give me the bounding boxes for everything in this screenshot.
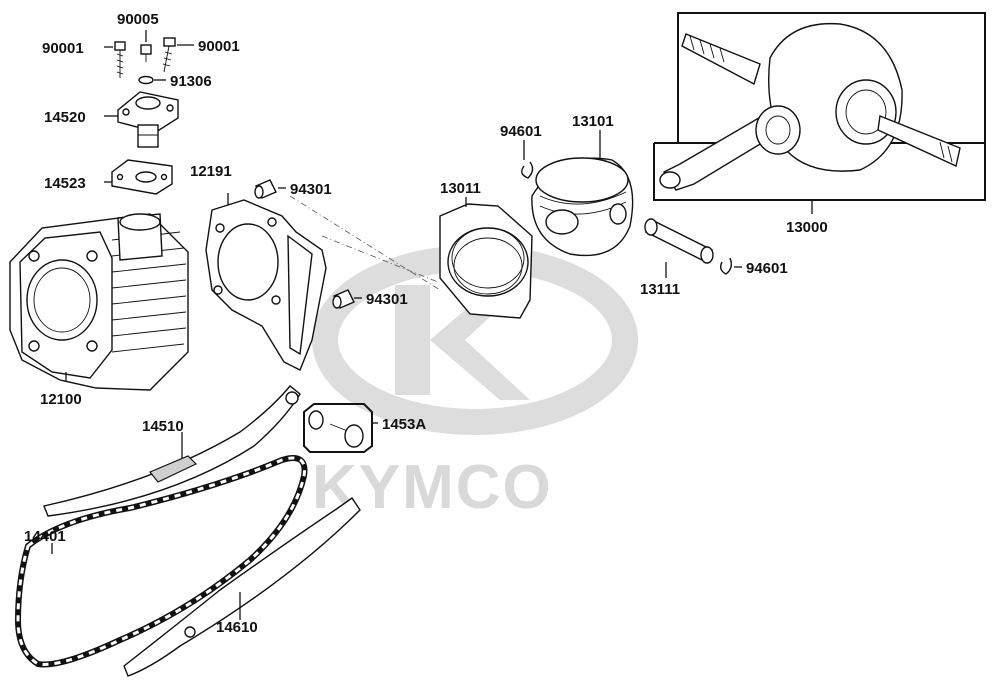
bolt-90005 — [140, 44, 152, 62]
callout-13000: 13000 — [786, 219, 828, 236]
leader-lines — [51, 30, 813, 620]
guide-bolt-1453A — [303, 403, 373, 453]
callout-14401: 14401 — [24, 528, 66, 545]
callout-12191: 12191 — [190, 163, 232, 180]
callout-91306: 91306 — [170, 73, 212, 90]
chain-guide-14610 — [123, 497, 361, 677]
cylinder-gasket-12191 — [205, 199, 327, 371]
washer-91306 — [138, 75, 154, 85]
callout-90005: 90005 — [117, 11, 159, 28]
crankshaft-13000 — [653, 12, 986, 201]
callout-90001-right: 90001 — [198, 38, 240, 55]
piston-13101 — [531, 157, 634, 257]
bolt-90001-left — [114, 41, 126, 78]
callout-13111: 13111 — [640, 281, 680, 298]
callout-12100: 12100 — [40, 391, 82, 408]
callout-14523: 14523 — [44, 175, 86, 192]
cam-chain-tensioner-14520 — [117, 91, 179, 148]
circlip-94601-right — [719, 257, 733, 275]
chain-guide-14510 — [43, 385, 301, 517]
callout-labels: 90005 90001 90001 91306 14520 14523 1219… — [24, 11, 828, 636]
callout-90001-left: 90001 — [42, 40, 84, 57]
callout-14510: 14510 — [142, 418, 184, 435]
gasket-14523 — [111, 159, 173, 195]
callout-14610: 14610 — [216, 619, 258, 636]
cylinder-12100 — [9, 213, 189, 391]
callout-1453A: 1453A — [382, 416, 426, 433]
callout-14520: 14520 — [44, 109, 86, 126]
cam-chain-14401 — [14, 455, 308, 668]
piston-ring-set-13011 — [439, 203, 533, 319]
piston-pin-13111 — [644, 218, 714, 264]
callout-94601-right: 94601 — [746, 260, 788, 277]
callout-94301-bottom: 94301 — [366, 291, 408, 308]
callout-94301-top: 94301 — [290, 181, 332, 198]
callout-94601-top: 94601 — [500, 123, 542, 140]
dowel-pin-94301-bottom — [332, 289, 355, 309]
bolt-90001-right — [162, 37, 176, 73]
callout-13101: 13101 — [572, 113, 614, 130]
dowel-pin-94301-top — [254, 179, 277, 199]
circlip-94601-top — [521, 161, 534, 179]
callout-13011: 13011 — [440, 180, 481, 197]
